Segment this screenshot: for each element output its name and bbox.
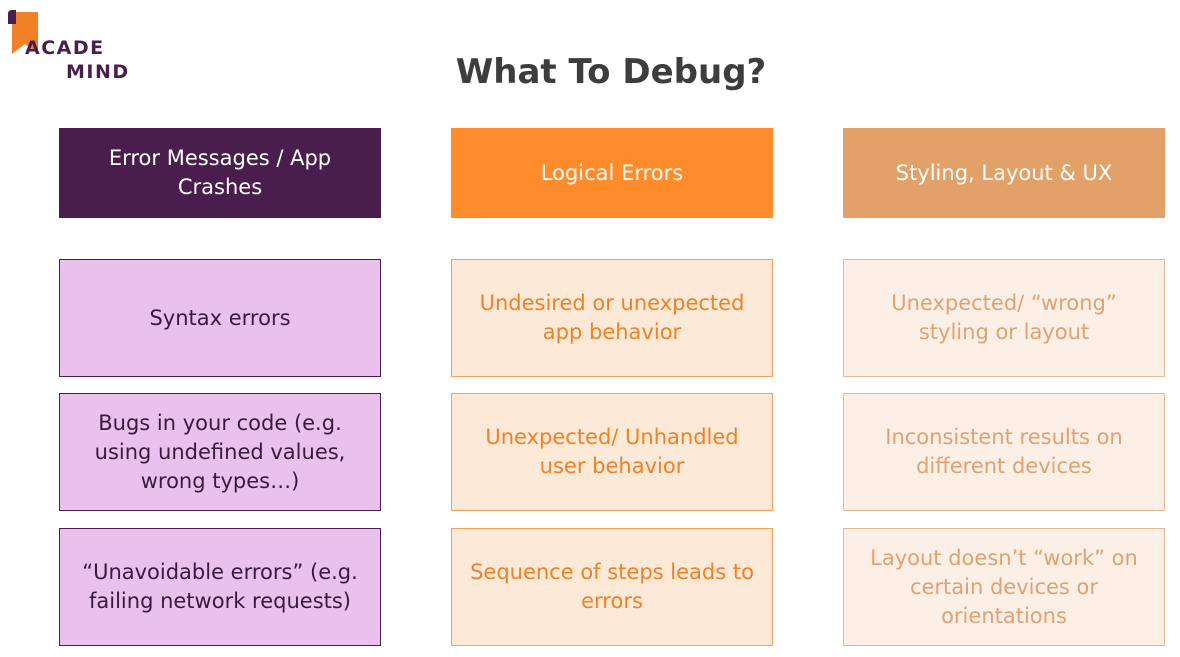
- item-text: Unexpected/ Unhandled user behavior: [485, 425, 739, 478]
- column-header-styling-layout-ux: Styling, Layout & UX: [843, 128, 1165, 218]
- logical-errors-item: Undesired or unexpected app behavior: [451, 259, 773, 377]
- item-text: Unexpected/ “wrong” styling or layout: [891, 291, 1117, 344]
- item-text: Inconsistent results on different device…: [885, 425, 1123, 478]
- item-text: Sequence of steps leads to errors: [470, 560, 754, 613]
- page-title: What To Debug?: [455, 52, 767, 92]
- item-text: Syntax errors: [149, 305, 291, 330]
- item-text: “Unavoidable errors” (e.g. failing netwo…: [82, 560, 358, 613]
- logo-text-line-2: MIND: [66, 61, 130, 83]
- item-text: Layout doesn’t “work” on certain devices…: [870, 545, 1138, 628]
- styling-layout-item: Inconsistent results on different device…: [843, 393, 1165, 511]
- error-messages-item: Syntax errors: [59, 259, 381, 377]
- styling-layout-item: Layout doesn’t “work” on certain devices…: [843, 528, 1165, 646]
- styling-layout-item: Unexpected/ “wrong” styling or layout: [843, 259, 1165, 377]
- column-header-error-messages: Error Messages / App Crashes: [59, 128, 381, 218]
- logo-text-line-1: ACADE: [25, 37, 105, 59]
- academind-logo: ACADE MIND: [8, 8, 138, 83]
- column-header-label: Error Messages / App Crashes: [108, 146, 332, 199]
- item-text: Bugs in your code (e.g. using undefined …: [94, 410, 346, 493]
- column-header-label: Styling, Layout & UX: [895, 160, 1113, 185]
- logo-bookmark-icon: [8, 10, 38, 54]
- column-header-logical-errors: Logical Errors: [451, 128, 773, 218]
- column-header-label: Logical Errors: [540, 160, 684, 185]
- item-text: Undesired or unexpected app behavior: [479, 291, 745, 344]
- error-messages-item: “Unavoidable errors” (e.g. failing netwo…: [59, 528, 381, 646]
- logical-errors-item: Sequence of steps leads to errors: [451, 528, 773, 646]
- logical-errors-item: Unexpected/ Unhandled user behavior: [451, 393, 773, 511]
- error-messages-item: Bugs in your code (e.g. using undefined …: [59, 393, 381, 511]
